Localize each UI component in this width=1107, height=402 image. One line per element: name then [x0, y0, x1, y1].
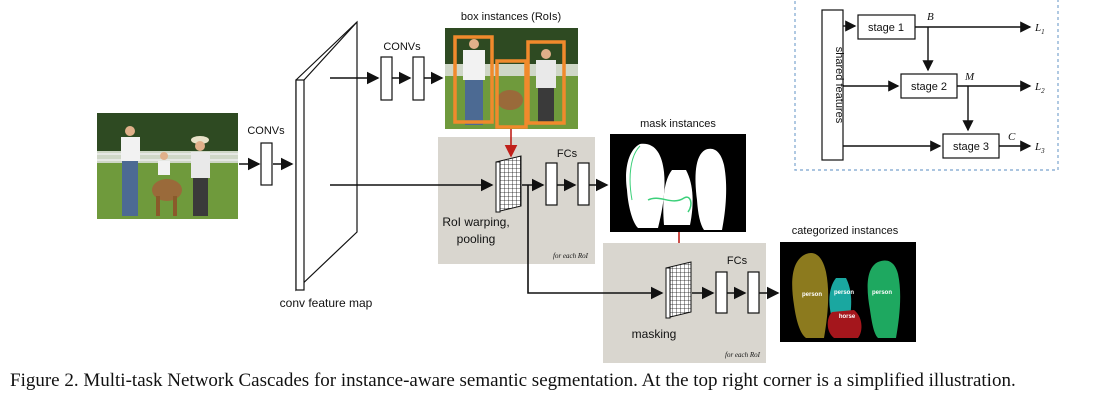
stage-3-label: stage 3: [953, 141, 989, 153]
stage3-for-each-roi: for each RoI: [725, 351, 761, 359]
output-c: C: [1008, 131, 1016, 143]
figure-caption: Figure 2. Multi-task Network Cascades fo…: [10, 370, 1016, 391]
shared-features-label: shared features: [833, 47, 845, 124]
output-m: M: [964, 71, 975, 83]
stage2-fc-block-1: [545, 162, 558, 206]
rpn-conv-block-2: [412, 56, 425, 101]
stage-1-box: [857, 14, 916, 40]
category-label-person-3: person: [872, 290, 892, 296]
rpn-convs-label: CONVs: [383, 41, 421, 53]
masking-grid: [665, 261, 692, 319]
loss-l3: L3: [1034, 141, 1045, 155]
input-image: [97, 113, 238, 219]
box-instances-image: [445, 28, 578, 129]
roi-warping-label-line2: pooling: [457, 232, 496, 246]
roi-box-2: [495, 59, 528, 129]
input-conv-block: [260, 142, 273, 186]
stage2-fcs-label: FCs: [557, 148, 578, 160]
loss-l1: L1: [1034, 22, 1045, 36]
mask-instances-label: mask instances: [640, 118, 716, 130]
category-label-person-2: person: [834, 290, 854, 296]
stage2-fc-block-2: [577, 162, 590, 206]
stage3-fc-block-2: [747, 271, 760, 314]
roi-box-1: [453, 35, 494, 124]
category-label-horse: horse: [839, 314, 856, 320]
conv-feature-map: [295, 20, 358, 292]
conv-feature-map-label: conv feature map: [280, 296, 373, 310]
stage3-fc-block-1: [715, 271, 728, 314]
stage-2-box: [900, 73, 958, 99]
rpn-conv-block-1: [380, 56, 393, 101]
box-instances-label: box instances (RoIs): [461, 11, 561, 23]
cascade-inset: shared features stage 1 B L1 stage 2 M L…: [794, 0, 1059, 171]
stage-2-label: stage 2: [911, 81, 947, 93]
shared-features-block: [821, 9, 844, 161]
input-convs-label: CONVs: [247, 125, 285, 137]
roi-warping-label-line1: RoI warping,: [442, 215, 509, 229]
stage3-fcs-label: FCs: [727, 255, 748, 267]
loss-l2: L2: [1034, 81, 1045, 95]
masking-label: masking: [632, 327, 677, 341]
categorized-instances-label: categorized instances: [792, 225, 899, 237]
roi-warping-grid: [495, 155, 522, 213]
stage-3-box: [942, 133, 1000, 159]
output-b: B: [927, 11, 934, 23]
mask-instances-image: [610, 134, 746, 232]
category-label-person-1: person: [802, 292, 822, 298]
categorized-instances-image: [780, 242, 916, 342]
stage2-for-each-roi: for each RoI: [553, 252, 589, 260]
stage-1-label: stage 1: [868, 22, 904, 34]
roi-box-3: [526, 40, 566, 125]
inset-border: [794, 0, 1059, 171]
